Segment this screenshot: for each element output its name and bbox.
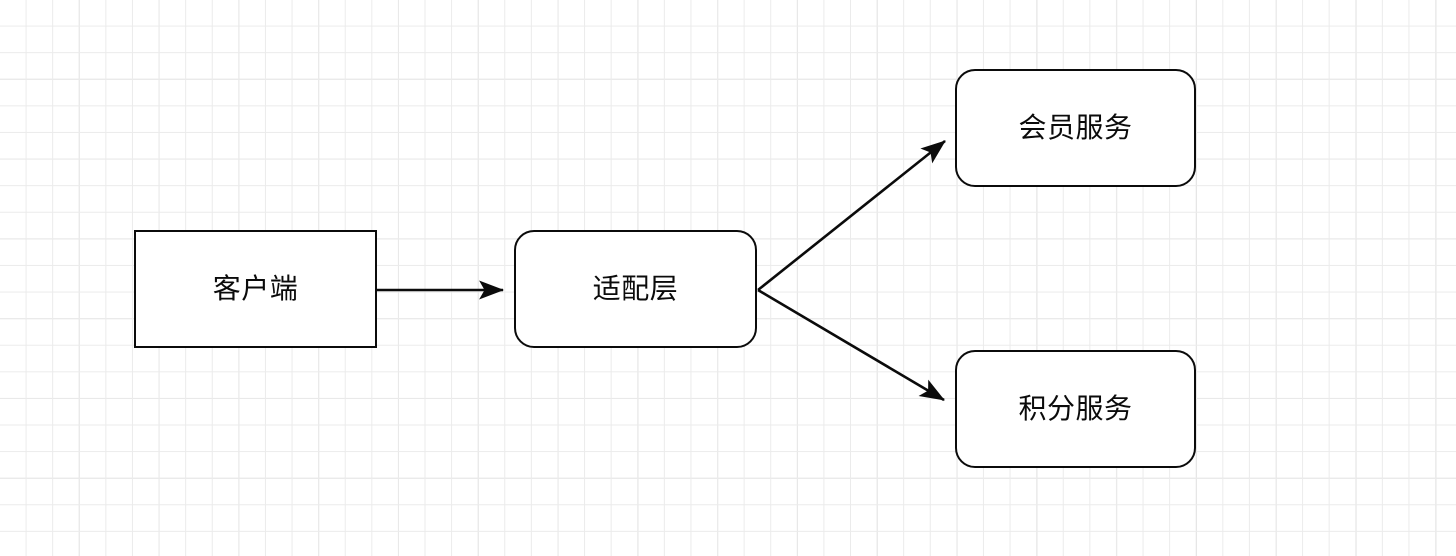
edge-adapter-to-points xyxy=(757,288,945,402)
edge-adapter-to-member xyxy=(757,139,946,292)
node-points-service[interactable]: 积分服务 xyxy=(955,350,1196,468)
node-client[interactable]: 客户端 xyxy=(134,230,377,348)
node-member-service-label: 会员服务 xyxy=(1018,112,1133,143)
node-adapter-label: 适配层 xyxy=(592,273,679,304)
node-client-label: 客户端 xyxy=(212,273,299,304)
node-points-service-label: 积分服务 xyxy=(1018,393,1133,424)
node-member-service[interactable]: 会员服务 xyxy=(955,69,1196,187)
node-adapter[interactable]: 适配层 xyxy=(514,230,757,348)
